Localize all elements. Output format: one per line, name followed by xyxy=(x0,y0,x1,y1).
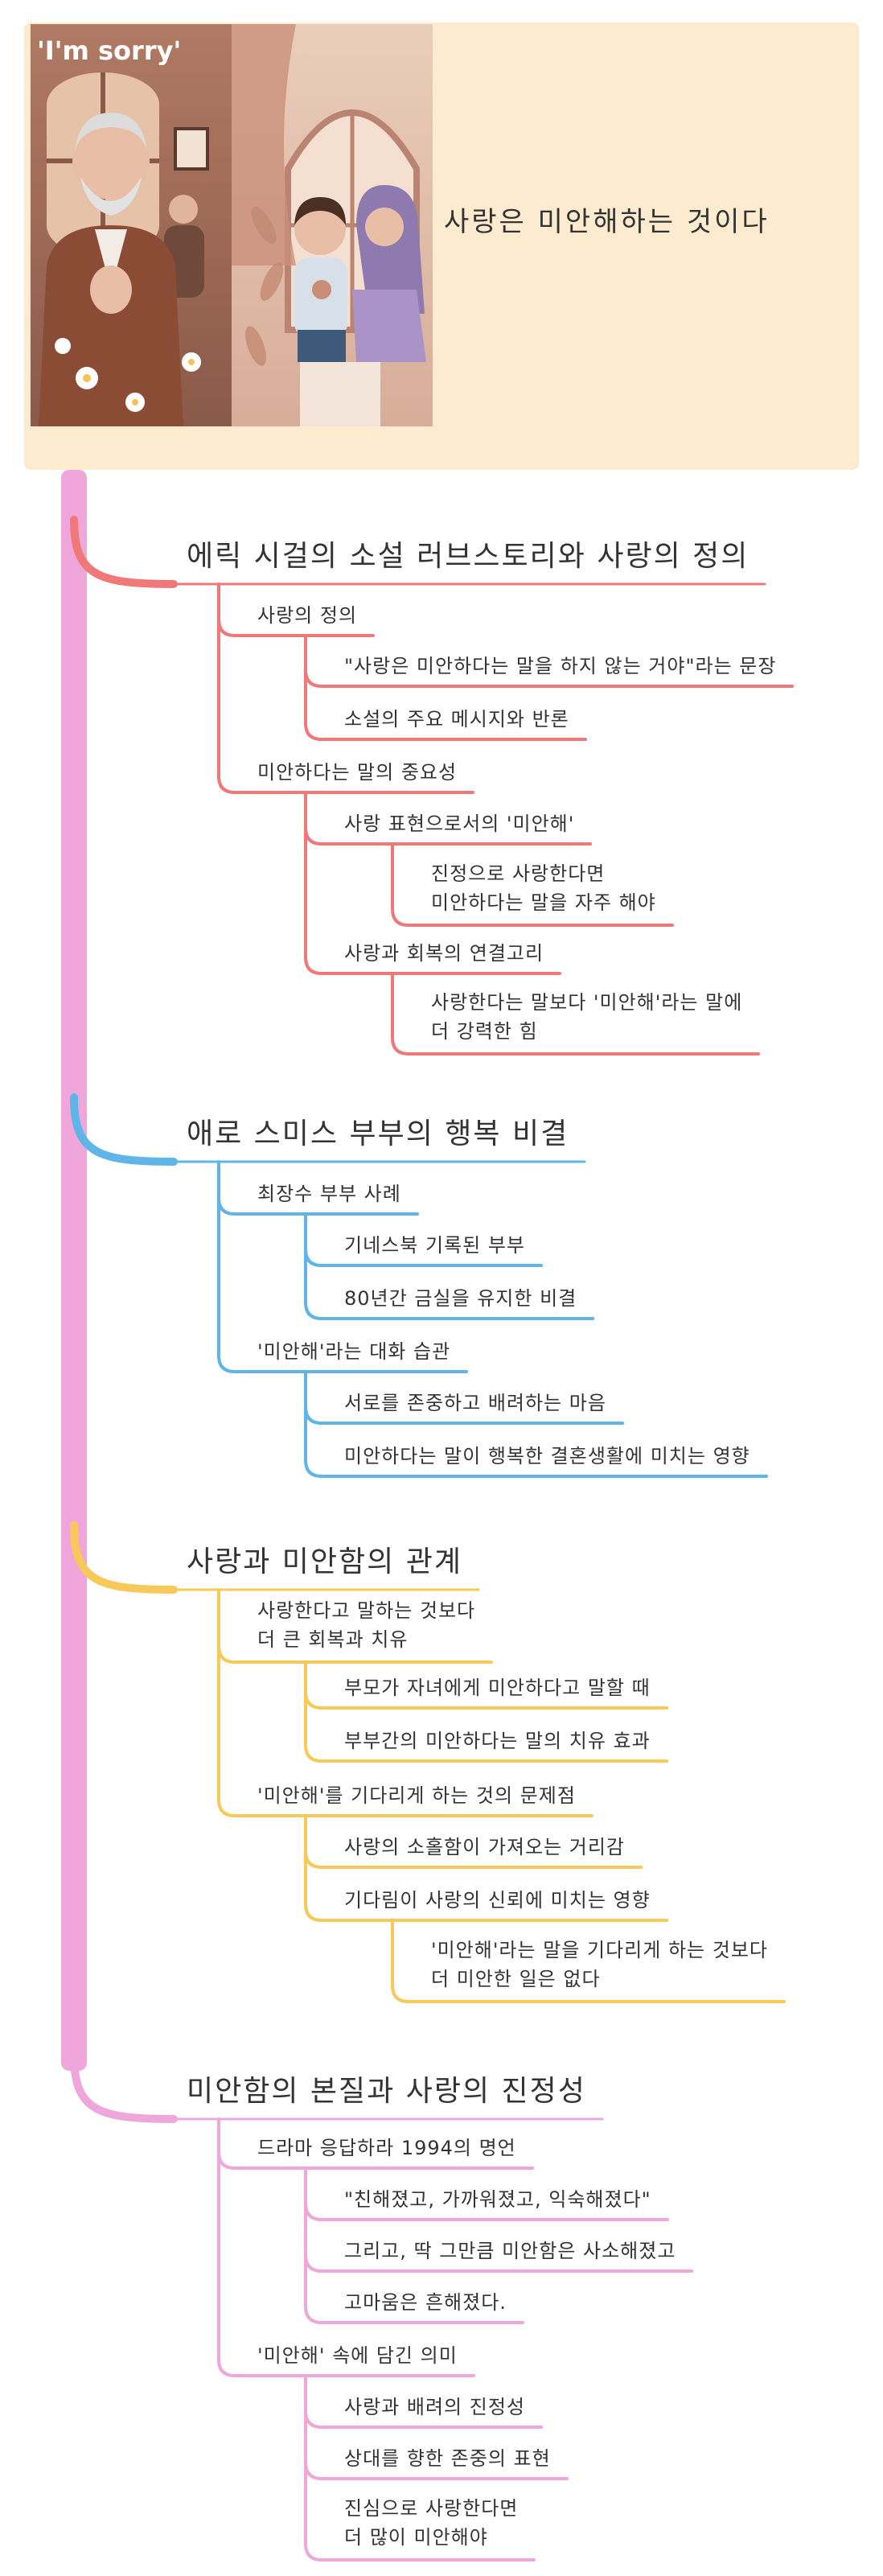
node-level2: '미안해'라는 대화 습관 xyxy=(257,1340,451,1363)
node-level2: 사랑의 정의 xyxy=(257,604,358,627)
branch-title: 사랑과 미안함의 관계 xyxy=(187,1545,462,1578)
connector-curve xyxy=(304,1405,333,1425)
node-level3: 미안하다는 말이 행복한 결혼생활에 미치는 영향 xyxy=(344,1445,750,1467)
node-line-2: 미안하다는 말을 자주 해야 xyxy=(431,891,656,914)
node-level2: '미안해' 속에 담긴 의미 xyxy=(257,2344,458,2367)
connector-curve xyxy=(304,826,333,846)
connector-curve xyxy=(217,1354,246,1373)
node-level3: 상대를 향한 존중의 표현 xyxy=(344,2447,551,2470)
node-level3: 사랑과 배려의 진정성 xyxy=(344,2396,525,2418)
node-line-1: 진심으로 사랑한다면 xyxy=(344,2497,519,2520)
node-line-2: 더 큰 회복과 치유 xyxy=(257,1628,409,1651)
node-level3: 기다림이 사랑의 신뢰에 미치는 영향 xyxy=(344,1889,651,1911)
connector-curve xyxy=(304,1743,333,1763)
connector-curve xyxy=(304,2202,333,2221)
node-line-1: '미안해'라는 말을 기다리게 하는 것보다 xyxy=(431,1939,768,1961)
connector-curve xyxy=(217,2358,246,2377)
connector-curve xyxy=(304,669,333,688)
node-line-2: 더 많이 미안해야 xyxy=(344,2526,488,2549)
connector-curve xyxy=(304,956,333,975)
connector-curve xyxy=(304,1903,333,1922)
node-line-1: 사랑한다고 말하는 것보다 xyxy=(257,1599,476,1622)
node-level3: 기네스북 기록된 부부 xyxy=(344,1234,525,1257)
node-line-2: 더 강력한 힘 xyxy=(431,1020,538,1043)
node-level2: 드라마 응답하라 1994의 명언 xyxy=(257,2137,516,2159)
connector-curve xyxy=(304,2305,333,2324)
connector-curve xyxy=(217,2150,246,2170)
root-trunk xyxy=(61,470,87,2071)
node-level2: 최장수 부부 사례 xyxy=(257,1183,401,1205)
connector-curve xyxy=(217,1196,246,1216)
illustration-caption: 'I'm sorry' xyxy=(37,35,181,66)
branch-title: 에릭 시걸의 소설 러브스토리와 사랑의 정의 xyxy=(187,540,750,573)
node-level3: 부모가 자녀에게 미안하다고 말할 때 xyxy=(344,1677,651,1699)
node-level2: 미안하다는 말의 중요성 xyxy=(257,761,458,784)
connector-curve xyxy=(217,618,246,637)
connector-curve xyxy=(304,2409,333,2429)
node-level3: 서로를 존중하고 배려하는 마음 xyxy=(344,1392,606,1414)
connector-curve xyxy=(304,722,333,741)
branch-title: 미안함의 본질과 사랑의 진정성 xyxy=(187,2075,586,2108)
node-level3: "사랑은 미안하다는 말을 하지 않는 거야"라는 문장 xyxy=(344,655,777,677)
node-level3: 사랑과 회복의 연결고리 xyxy=(344,942,544,965)
page-title: 사랑은 미안해하는 것이다 xyxy=(444,206,770,238)
connector-curve xyxy=(304,1690,333,1710)
connector-curve xyxy=(217,775,246,794)
connector-curve xyxy=(391,907,420,927)
node-level3: 부부간의 미안하다는 말의 치유 효과 xyxy=(344,1730,651,1752)
connector-curve xyxy=(304,2542,333,2562)
node-level3: 소설의 주요 메시지와 반론 xyxy=(344,708,569,730)
node-line-1: 사랑한다는 말보다 '미안해'라는 말에 xyxy=(431,991,743,1014)
node-level2: '미안해'를 기다리게 하는 것의 문제점 xyxy=(257,1784,576,1807)
node-level3: 사랑의 소홀함이 가져오는 거리감 xyxy=(344,1836,626,1858)
node-line-1: 진정으로 사랑한다면 xyxy=(431,862,606,885)
node-line-2: 더 미안한 일은 없다 xyxy=(431,1968,601,1990)
connector-curve xyxy=(217,1644,246,1664)
node-level3: "친해졌고, 가까워졌고, 익숙해졌다" xyxy=(344,2188,651,2211)
node-level3: 고마움은 흔해졌다. xyxy=(344,2291,507,2314)
branch-sweep xyxy=(70,1521,178,1594)
illustration: 'I'm sorry' xyxy=(31,24,433,426)
connector-curve xyxy=(304,2253,333,2273)
connector-curve xyxy=(304,1459,333,1478)
connector-curve xyxy=(391,1036,420,1056)
node-level3: 80년간 금실을 유지한 비결 xyxy=(344,1287,577,1310)
connector-curve xyxy=(304,1850,333,1869)
connector-curve xyxy=(391,1984,420,2003)
connector-curve xyxy=(304,1301,333,1320)
branch-title: 애로 스미스 부부의 행복 비결 xyxy=(187,1117,569,1150)
branch-sweep xyxy=(70,516,178,588)
branch-sweep xyxy=(70,1093,178,1166)
branch-sweep xyxy=(70,2051,178,2123)
connector-curve xyxy=(304,2461,333,2480)
connector-curve xyxy=(217,1798,246,1817)
node-level3: 사랑 표현으로서의 '미안해' xyxy=(344,813,575,835)
node-level3: 그리고, 딱 그만큼 미안함은 사소해졌고 xyxy=(344,2240,676,2262)
connector-curve xyxy=(304,1248,333,1267)
